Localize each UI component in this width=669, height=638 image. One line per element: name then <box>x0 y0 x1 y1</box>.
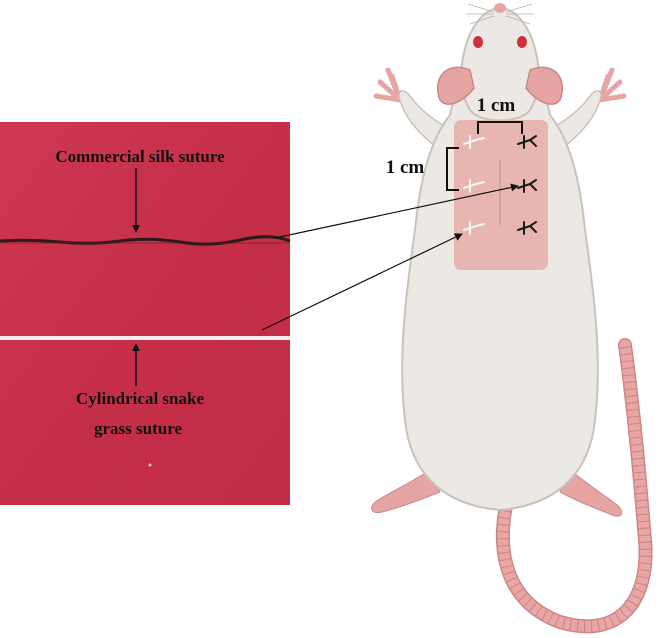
commercial-silk-suture-line <box>0 235 291 246</box>
vertical-dimension-bracket <box>446 147 459 191</box>
snake-grass-suture-line <box>0 336 290 340</box>
cylindrical-suture-label-line2: grass suture <box>94 419 182 438</box>
cylindrical-suture-label-line1: Cylindrical snake <box>76 389 204 408</box>
snake-grass-to-rat-arrow <box>261 233 463 331</box>
white-stitch-icon <box>463 135 485 235</box>
black-stitch-icon <box>517 135 537 235</box>
rat-right-eye <box>517 36 527 48</box>
horizontal-dimension-label: 1 cm <box>477 95 516 116</box>
rat-right-hind-foot <box>559 469 623 517</box>
rat-body <box>401 58 599 512</box>
rat-left-hind-foot <box>371 469 441 514</box>
rat-illustration <box>371 3 653 634</box>
rat-left-eye <box>473 36 483 48</box>
vertical-dimension-label: 1 cm <box>386 157 425 178</box>
commercial-silk-suture-label: Commercial silk suture <box>55 147 225 166</box>
rat-left-front-paw <box>373 67 403 103</box>
rat-left-ear <box>436 66 475 105</box>
rat-right-ear <box>525 66 564 105</box>
silk-to-rat-arrow <box>274 183 519 239</box>
fabric-photo-panel <box>0 122 291 505</box>
rat-right-front-paw <box>597 67 627 103</box>
horizontal-dimension-bracket <box>477 121 523 134</box>
